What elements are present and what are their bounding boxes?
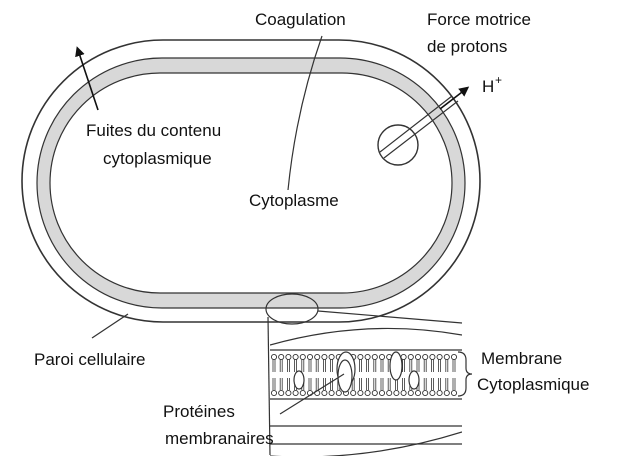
lipid-head-lower (401, 390, 406, 395)
lipid-head-upper (329, 354, 334, 359)
lipid-head-lower (437, 390, 442, 395)
lipid-head-upper (415, 354, 420, 359)
membrane-label-line2: Cytoplasmique (477, 375, 589, 394)
coagulation-label: Coagulation (255, 10, 346, 29)
proteines-label-line2: membranaires (165, 429, 274, 448)
lipid-head-lower (365, 390, 370, 395)
cytoplasme-label: Cytoplasme (249, 191, 339, 210)
lipid-head-lower (444, 390, 449, 395)
membrane-protein-5 (409, 371, 419, 389)
lipid-head-upper (423, 354, 428, 359)
proton-pump-circle (378, 125, 418, 165)
lipid-head-lower (415, 390, 420, 395)
lipid-head-upper (286, 354, 291, 359)
paroi-leader (92, 314, 128, 338)
membrane-bracket (458, 352, 472, 396)
lipid-head-lower (286, 390, 291, 395)
lipid-head-upper (358, 354, 363, 359)
proton-label: H (482, 77, 494, 96)
lipid-head-lower (372, 390, 377, 395)
lipid-head-lower (322, 390, 327, 395)
lipid-head-upper (437, 354, 442, 359)
lipid-head-upper (408, 354, 413, 359)
lipid-head-lower (279, 390, 284, 395)
lipid-head-upper (322, 354, 327, 359)
membrane-protein-4 (294, 371, 304, 389)
lipid-head-lower (387, 390, 392, 395)
lipid-head-lower (423, 390, 428, 395)
lipid-head-upper (300, 354, 305, 359)
cytoplasm-area (50, 73, 452, 293)
membrane-protein-3 (390, 352, 402, 380)
lipid-head-lower (300, 390, 305, 395)
lipid-head-upper (379, 354, 384, 359)
proteines-label-line1: Protéines (163, 402, 235, 421)
paroi-label: Paroi cellulaire (34, 350, 146, 369)
lipid-head-upper (451, 354, 456, 359)
lipid-head-lower (358, 390, 363, 395)
lipid-head-lower (293, 390, 298, 395)
lipid-head-upper (307, 354, 312, 359)
force-motrice-label-line1: Force motrice (427, 10, 531, 29)
lipid-head-upper (365, 354, 370, 359)
proton-superscript: + (495, 73, 502, 87)
lipid-head-upper (315, 354, 320, 359)
fuites-label-line1: Fuites du contenu (86, 121, 221, 140)
inset-arc-top (270, 328, 462, 345)
lipid-head-upper (372, 354, 377, 359)
lipid-head-upper (271, 354, 276, 359)
lipid-head-lower (329, 390, 334, 395)
lipid-head-lower (408, 390, 413, 395)
lipid-head-upper (279, 354, 284, 359)
lipid-head-upper (444, 354, 449, 359)
lipid-head-upper (430, 354, 435, 359)
membrane-inset (270, 328, 462, 457)
lipid-head-lower (430, 390, 435, 395)
lipid-head-lower (271, 390, 276, 395)
membrane-label-line1: Membrane (481, 349, 562, 368)
fuites-label-line2: cytoplasmique (103, 149, 212, 168)
lipid-head-lower (351, 390, 356, 395)
force-motrice-label-line2: de protons (427, 37, 507, 56)
cell-body (22, 40, 480, 322)
lipid-head-lower (394, 390, 399, 395)
lipid-head-upper (293, 354, 298, 359)
lipid-head-lower (336, 390, 341, 395)
lipid-head-lower (451, 390, 456, 395)
lipid-head-lower (379, 390, 384, 395)
